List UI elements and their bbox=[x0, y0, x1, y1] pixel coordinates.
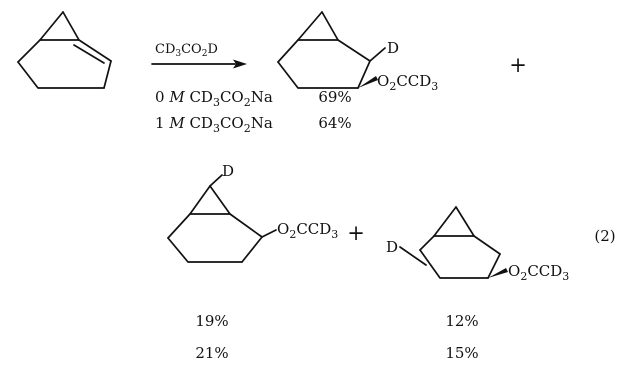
product-1-yield-1: 69% bbox=[318, 88, 351, 106]
reaction-arrow bbox=[151, 59, 247, 69]
product-3-d-label: D bbox=[386, 238, 398, 256]
product-1-structure bbox=[277, 11, 386, 89]
reactant-norbornene bbox=[17, 11, 112, 89]
product-2-yield-1: 19% bbox=[195, 312, 228, 330]
product-1-yield-2: 64% bbox=[318, 114, 351, 132]
product-3-ester-label: O2CCD3 bbox=[508, 262, 569, 283]
product-2-structure bbox=[167, 174, 277, 263]
product-2-yield-2: 21% bbox=[195, 344, 228, 362]
plus-sign-2: + bbox=[347, 221, 365, 245]
product-2-ester-label: O2CCD3 bbox=[277, 220, 338, 241]
product-1-ester-label: O2CCD3 bbox=[377, 72, 438, 93]
condition-line-1: 0 M CD3CO2Na bbox=[155, 88, 273, 109]
product-3-yield-2: 15% bbox=[445, 344, 478, 362]
product-3-structure bbox=[399, 206, 508, 279]
product-1-d-label: D bbox=[387, 39, 399, 57]
plus-sign-1: + bbox=[509, 53, 527, 77]
product-3-yield-1: 12% bbox=[445, 312, 478, 330]
reagent-label: CD3CO2D bbox=[155, 42, 218, 59]
product-2-d-label: D bbox=[222, 162, 234, 180]
equation-number: (2) bbox=[594, 227, 615, 245]
condition-line-2: 1 M CD3CO2Na bbox=[155, 114, 273, 135]
